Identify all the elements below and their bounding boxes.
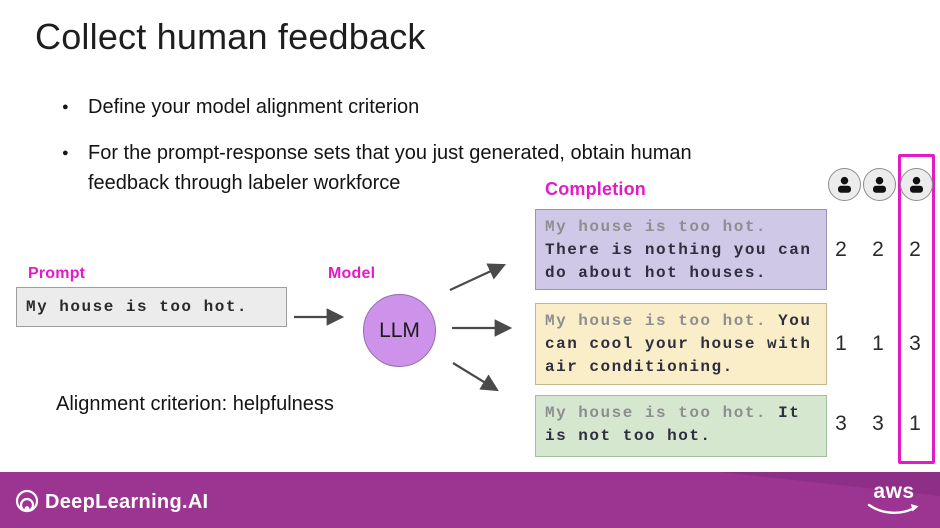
rating-value: 1 xyxy=(872,332,884,355)
aws-logo: aws xyxy=(866,481,922,521)
bullet-dot-icon: ● xyxy=(62,147,69,159)
alignment-criterion-note: Alignment criterion: helpfulness xyxy=(56,393,334,415)
model-label: Model xyxy=(328,265,376,282)
person-icon xyxy=(873,176,886,193)
footer-bar xyxy=(0,472,940,528)
deeplearning-logo-icon xyxy=(15,489,39,513)
completion-response-part: You can cool your house with air conditi… xyxy=(545,312,812,376)
bullet-text: For the prompt-response sets that you ju… xyxy=(88,142,692,194)
completion-label: Completion xyxy=(545,179,646,199)
rating-value: 3 xyxy=(909,332,921,355)
completion-prompt-part: My house is too hot. xyxy=(545,218,768,236)
completion-response-part: There is nothing you can do about hot ho… xyxy=(545,241,812,282)
bullet-item: ● Define your model alignment criterion xyxy=(62,92,822,122)
completion-box: My house is too hot. It is not too hot. xyxy=(535,395,827,457)
rating-value: 2 xyxy=(835,238,847,261)
rating-value: 3 xyxy=(872,412,884,435)
aws-logo-text: aws xyxy=(873,480,915,503)
completion-prompt-part: My house is too hot. xyxy=(545,312,779,330)
rating-value: 2 xyxy=(872,238,884,261)
brand-name: DeepLearning.AI xyxy=(45,491,209,513)
aws-smile-icon xyxy=(867,503,919,514)
labeler-highlight-rect xyxy=(898,154,935,464)
completion-box: My house is too hot. You can cool your h… xyxy=(535,303,827,385)
prompt-label: Prompt xyxy=(28,265,86,282)
completion-response-part: It is not too hot. xyxy=(545,404,801,445)
labeler-avatar xyxy=(828,168,861,201)
labeler-avatar xyxy=(900,168,933,201)
person-icon xyxy=(838,176,851,193)
llm-model-node: LLM xyxy=(363,294,436,367)
prompt-box: My house is too hot. xyxy=(16,287,287,327)
rating-value: 1 xyxy=(835,332,847,355)
bullet-dot-icon: ● xyxy=(62,101,69,113)
bullet-list: ● Define your model alignment criterion ● F… xyxy=(62,92,822,214)
labeler-avatar xyxy=(863,168,896,201)
llm-label: LLM xyxy=(379,318,420,342)
person-icon xyxy=(910,176,923,193)
completion-prompt-part: My house is too hot. xyxy=(545,404,779,422)
bullet-item: ● For the prompt-response sets that you j… xyxy=(62,138,822,198)
completion-box: My house is too hot. There is nothing you… xyxy=(535,209,827,290)
prompt-text: My house is too hot. xyxy=(26,298,249,316)
rating-value: 3 xyxy=(835,412,847,435)
page-title: Collect human feedback xyxy=(35,16,426,57)
bullet-text: Define your model alignment criterion xyxy=(88,96,420,118)
rating-value: 2 xyxy=(909,238,921,261)
rating-value: 1 xyxy=(909,412,921,435)
